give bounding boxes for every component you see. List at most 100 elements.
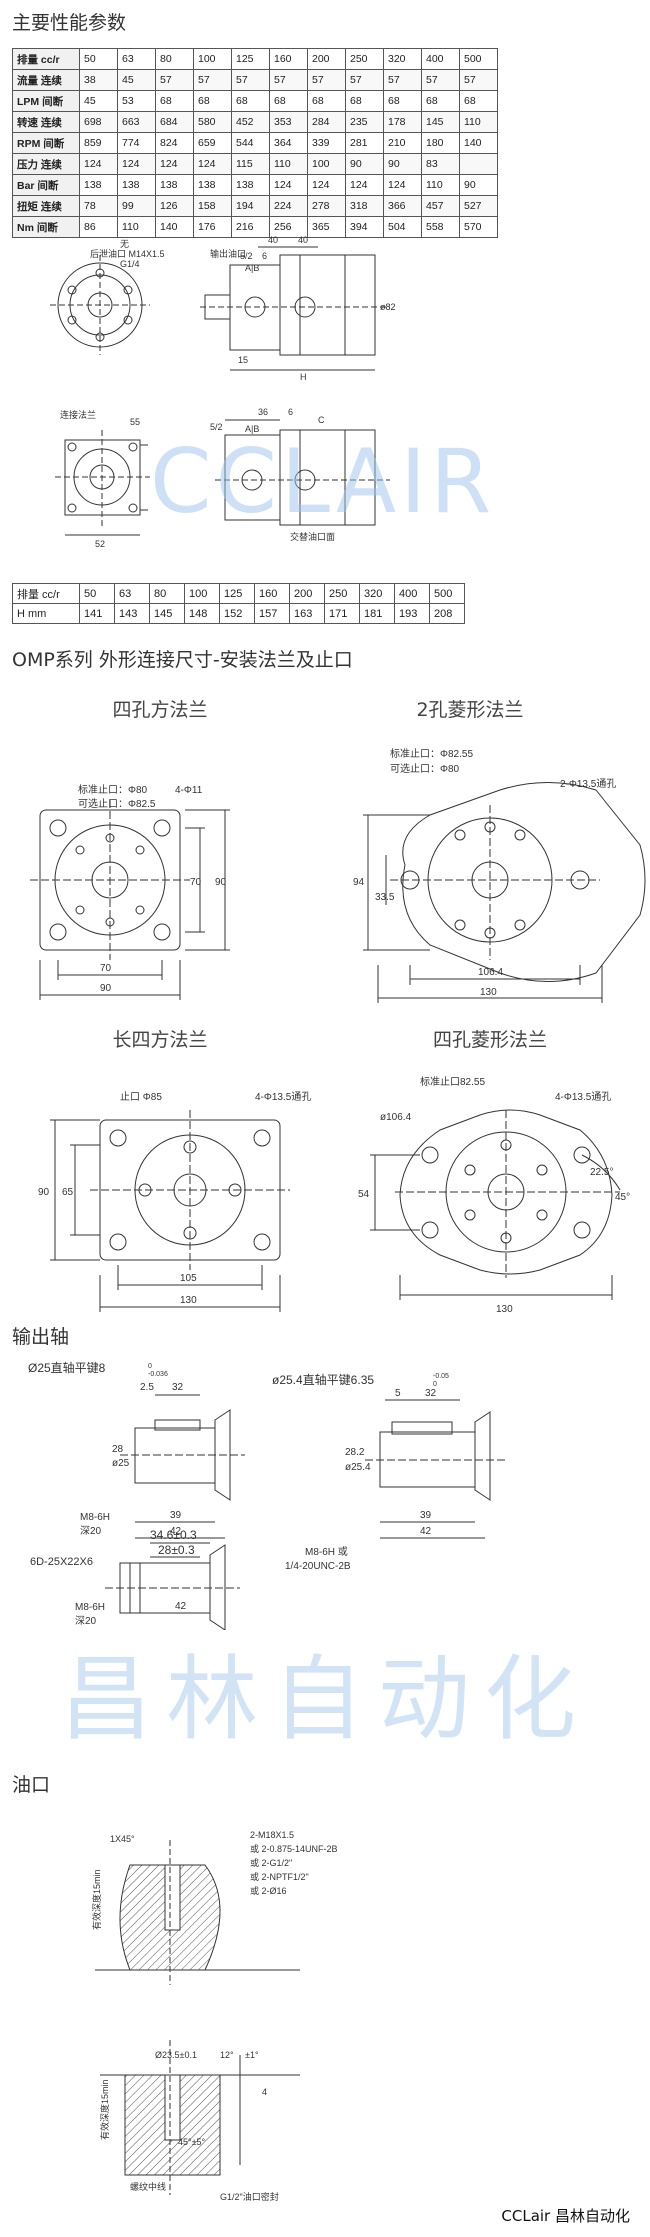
- table-cell: 50: [79, 48, 118, 70]
- dim-6b: 6: [288, 407, 293, 417]
- label-cross-port: 交替油口面: [290, 531, 335, 542]
- port-top-chamfer: 1X45°: [110, 1834, 135, 1844]
- table-cell: 68: [307, 90, 346, 112]
- dim-52: 52: [95, 539, 105, 549]
- table-cell: 158: [193, 195, 232, 217]
- row-label: 流量 连续: [12, 69, 80, 91]
- table-cell: 235: [345, 111, 384, 133]
- table-cell: 684: [155, 111, 194, 133]
- omp-title: OMP系列 外形连接尺寸-安装法兰及止口: [12, 649, 353, 671]
- table-cell: 181: [359, 603, 395, 624]
- table-cell: 138: [231, 174, 270, 196]
- diamond2-std-label: 标准止口：Φ82.55: [390, 748, 473, 760]
- table-cell: 200: [307, 48, 346, 70]
- square4-hole-label: 4-Φ11: [175, 785, 203, 796]
- table-cell: 143: [114, 603, 150, 624]
- table-cell: 194: [231, 195, 270, 217]
- shaft25-dim-42: 42: [170, 1526, 182, 1537]
- table-cell: 68: [459, 90, 498, 112]
- table-cell: 68: [231, 90, 270, 112]
- table-cell: 83: [421, 153, 460, 175]
- row-label: RPM 间断: [12, 132, 80, 154]
- table-cell: 124: [307, 174, 346, 196]
- table-row: LPM 间断 45 53 68 68 68 68 68 68 68 68 68: [12, 90, 498, 112]
- label-rear-port: 后泄油口 M14X1.5: [90, 248, 165, 259]
- table-cell: 193: [394, 603, 430, 624]
- table-cell: 278: [307, 195, 346, 217]
- table-cell: 774: [117, 132, 156, 154]
- spline-dim-28: 28±0.3: [158, 1543, 195, 1557]
- table-cell: 68: [383, 90, 422, 112]
- shaft25-4-dim-25-4: ø25.4: [345, 1462, 371, 1473]
- port-bottom-center: 螺纹中线: [130, 2181, 166, 2192]
- table-cell: 400: [394, 583, 430, 604]
- table-cell: 339: [307, 132, 346, 154]
- table-cell: 570: [459, 216, 498, 238]
- port-top-line5: 或 2-Ø16: [250, 1885, 287, 1896]
- table-row: 流量 连续 38 45 57 57 57 57 57 57 57 57 57: [12, 69, 498, 91]
- table-cell: 63: [114, 583, 150, 604]
- table-row: 扭矩 连续 78 99 126 158 194 224 278 318 366 …: [12, 195, 498, 217]
- table-cell: 38: [79, 69, 118, 91]
- spline-title: 6D-25X22X6: [30, 1556, 93, 1568]
- square4-dim-90v: 90: [215, 877, 227, 888]
- caption-square4: 四孔方法兰: [112, 699, 208, 721]
- spline-depth: 深20: [75, 1615, 97, 1627]
- port-c: C: [318, 415, 325, 425]
- h-dimension-table: 排量 cc/r 50 63 80 100 125 160 200 250 320…: [12, 583, 465, 624]
- shaft25-4-dim-28-2: 28.2: [345, 1447, 365, 1458]
- table-cell: 145: [149, 603, 185, 624]
- shaft25-tol: -0.036: [148, 1371, 168, 1378]
- table-cell: [459, 153, 498, 175]
- table-cell: 452: [231, 111, 270, 133]
- shaft25-tol-top: 0: [148, 1363, 152, 1370]
- table-cell: 68: [155, 90, 194, 112]
- port-bottom-seal: G1/2"油口密封: [220, 2191, 279, 2202]
- table-cell: 57: [269, 69, 308, 91]
- table-cell: 171: [324, 603, 360, 624]
- dim-55: 55: [130, 417, 140, 427]
- port-bottom-angle45: 45°±5°: [178, 2137, 206, 2147]
- diamond4-dim-22-5: 22.5°: [590, 1167, 613, 1178]
- table-cell: 284: [307, 111, 346, 133]
- port-top-line2: 或 2-0.875-14UNF-2B: [250, 1843, 338, 1854]
- diamond4-std-label: 标准止口82.55: [420, 1076, 485, 1088]
- table-cell: 148: [184, 603, 220, 624]
- table-cell: 90: [459, 174, 498, 196]
- row-label: 排量 cc/r: [12, 583, 80, 604]
- spline-dim-42: 42: [175, 1601, 187, 1612]
- table-cell: 57: [459, 69, 498, 91]
- table-cell: 364: [269, 132, 308, 154]
- row-label: Nm 间断: [12, 216, 80, 238]
- table-cell: 100: [307, 153, 346, 175]
- shaft25-dim-28: 28: [112, 1444, 124, 1455]
- port-ab: A|B: [245, 263, 259, 273]
- table-cell: 152: [219, 603, 255, 624]
- port-title: 油口: [12, 1774, 51, 1796]
- port-bottom-dim4: 4: [262, 2087, 267, 2097]
- table-cell: 224: [269, 195, 308, 217]
- row-label: 压力 连续: [12, 153, 80, 175]
- table-cell: 100: [193, 48, 232, 70]
- table-cell: 178: [383, 111, 422, 133]
- table-cell: 57: [193, 69, 232, 91]
- square4-opt-label: 可选止口：Φ82.5: [78, 797, 156, 810]
- label-no: 无: [120, 239, 129, 249]
- dim-6: 6: [262, 251, 267, 261]
- table-cell: 394: [345, 216, 384, 238]
- table-cell: 124: [117, 153, 156, 175]
- table-cell: 110: [459, 111, 498, 133]
- diamond2-hole-label: 2-Φ13.5通孔: [560, 778, 616, 790]
- table-cell: 57: [345, 69, 384, 91]
- table-cell: 544: [231, 132, 270, 154]
- table-cell: 200: [289, 583, 325, 604]
- row-label: 排量 cc/r: [12, 48, 80, 70]
- table-cell: 145: [421, 111, 460, 133]
- table-cell: 250: [324, 583, 360, 604]
- shaft25-4-tol: 0: [433, 1381, 437, 1388]
- table-cell: 250: [345, 48, 384, 70]
- long-square-dim-65: 65: [62, 1187, 74, 1198]
- table-cell: 580: [193, 111, 232, 133]
- long-square-hole-label: 4-Φ13.5通孔: [255, 1091, 311, 1103]
- table-cell: 57: [231, 69, 270, 91]
